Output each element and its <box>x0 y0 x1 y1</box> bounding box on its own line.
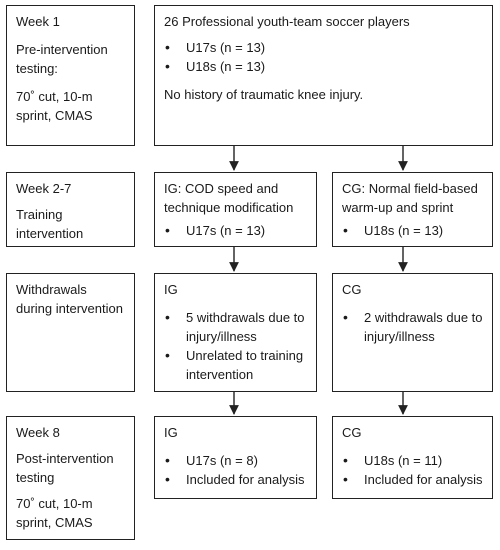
cg-training-list: U18s (n = 13) <box>342 221 484 240</box>
ig-training-box: IG: COD speed and technique modification… <box>154 172 317 247</box>
cg-analysis-box: CG U18s (n = 11) Included for analysis <box>332 416 493 499</box>
cg-training-box: CG: Normal field-based warm-up and sprin… <box>332 172 493 247</box>
list-item: 5 withdrawals due to injury/illness <box>164 308 308 346</box>
ig-withdrawals-title: IG <box>164 282 178 297</box>
label-line: 70˚ cut, 10-m sprint, CMAS <box>16 89 93 123</box>
list-item: U18s (n = 11) <box>342 451 484 470</box>
cg-withdrawals-list: 2 withdrawals due to injury/illness <box>342 308 484 346</box>
cg-withdrawals-box: CG 2 withdrawals due to injury/illness <box>332 273 493 392</box>
participants-list: U17s (n = 13) U18s (n = 13) <box>164 38 484 76</box>
label-line: Week 8 <box>16 425 60 440</box>
list-item: Included for analysis <box>164 470 308 489</box>
list-item: U17s (n = 8) <box>164 451 308 470</box>
week8-label-box: Week 8 Post-intervention testing 70˚ cut… <box>6 416 135 540</box>
list-item: 2 withdrawals due to injury/illness <box>342 308 484 346</box>
withdrawals-label-box: Withdrawals during intervention <box>6 273 135 392</box>
label-line: Week 1 <box>16 14 60 29</box>
list-item: U18s (n = 13) <box>164 57 484 76</box>
week2-7-label-box: Week 2-7 Training intervention <box>6 172 135 247</box>
list-item: Included for analysis <box>342 470 484 489</box>
label-line: Post-intervention testing <box>16 451 114 485</box>
cg-training-title: CG: Normal field-based warm-up and sprin… <box>342 181 478 215</box>
ig-training-title: IG: COD speed and technique modification <box>164 181 294 215</box>
ig-analysis-list: U17s (n = 8) Included for analysis <box>164 451 308 489</box>
ig-analysis-box: IG U17s (n = 8) Included for analysis <box>154 416 317 499</box>
cg-withdrawals-title: CG <box>342 282 362 297</box>
label-line: 70˚ cut, 10-m sprint, CMAS <box>16 496 93 530</box>
participants-box: 26 Professional youth-team soccer player… <box>154 5 493 146</box>
ig-withdrawals-list: 5 withdrawals due to injury/illness Unre… <box>164 308 308 384</box>
cg-analysis-list: U18s (n = 11) Included for analysis <box>342 451 484 489</box>
label-line: Training intervention <box>16 207 84 241</box>
ig-withdrawals-box: IG 5 withdrawals due to injury/illness U… <box>154 273 317 392</box>
ig-analysis-title: IG <box>164 425 178 440</box>
label-line: Week 2-7 <box>16 181 72 196</box>
participants-note: No history of traumatic knee injury. <box>164 87 364 102</box>
list-item: Unrelated to training intervention <box>164 346 308 384</box>
label-line: Withdrawals during intervention <box>16 282 123 316</box>
list-item: U17s (n = 13) <box>164 38 484 57</box>
ig-training-list: U17s (n = 13) <box>164 221 308 240</box>
list-item: U17s (n = 13) <box>164 221 308 240</box>
cg-analysis-title: CG <box>342 425 362 440</box>
list-item: U18s (n = 13) <box>342 221 484 240</box>
participants-title: 26 Professional youth-team soccer player… <box>164 14 410 29</box>
label-line: Pre-intervention testing: <box>16 42 108 76</box>
week1-label-box: Week 1 Pre-intervention testing: 70˚ cut… <box>6 5 135 146</box>
